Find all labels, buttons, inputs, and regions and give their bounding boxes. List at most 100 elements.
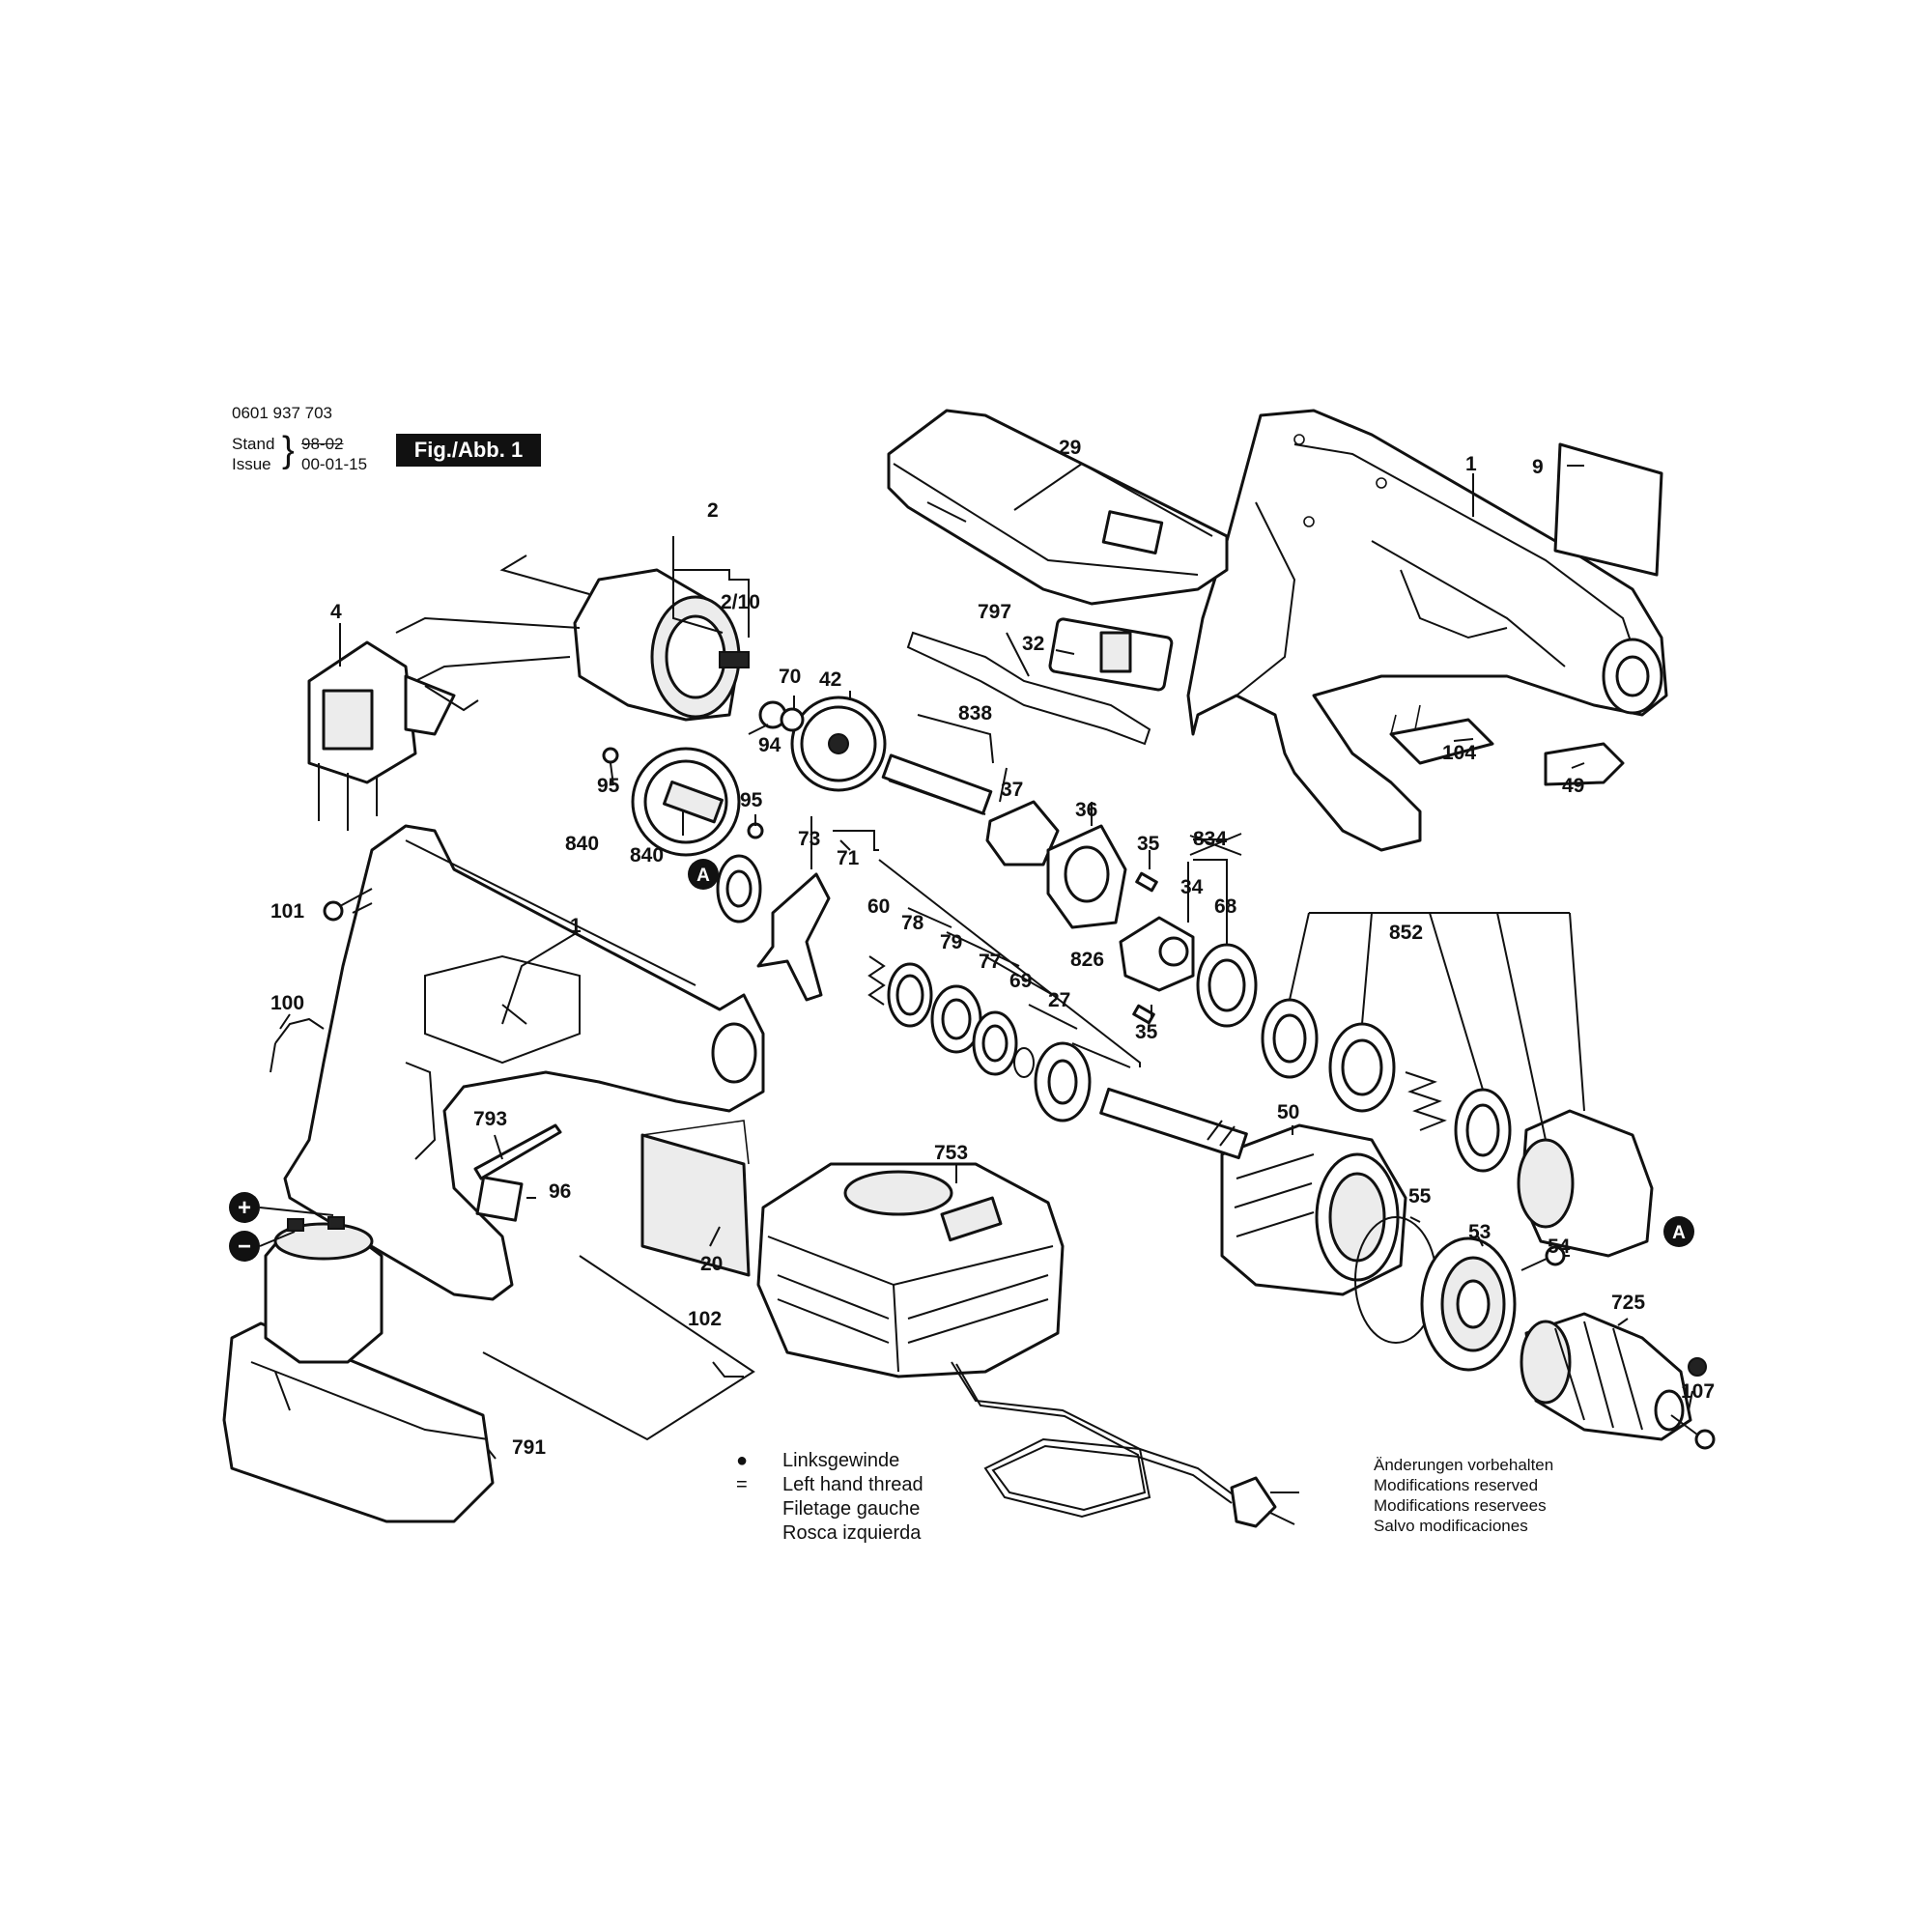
pcb-104 (1389, 704, 1494, 765)
chuck-725 (1520, 1312, 1692, 1441)
callout-797: 797 (978, 601, 1011, 623)
callout-101: 101 (270, 900, 304, 923)
bearing-68 (1196, 943, 1258, 1028)
svg-text:A: A (696, 866, 710, 886)
callout-numbers: 29 1 9 2 2/10 4 797 32 70 42 94 95 95 83… (270, 437, 1715, 1459)
stand-label: Stand (232, 435, 275, 453)
note-line-es: Rosca izquierda (782, 1522, 922, 1544)
callout-36: 36 (1075, 799, 1097, 821)
callout-793: 793 (473, 1108, 507, 1130)
note-line-fr: Filetage gauche (782, 1498, 921, 1520)
callout-37: 37 (1001, 779, 1023, 801)
callout-32: 32 (1022, 633, 1044, 655)
plate-20 (640, 1120, 751, 1277)
bit-793 (473, 1123, 562, 1180)
ring-nut-53 (1420, 1236, 1517, 1372)
callout-96: 96 (549, 1180, 571, 1203)
callout-107: 107 (1681, 1380, 1715, 1403)
callout-838: 838 (958, 702, 992, 724)
callout-68: 68 (1214, 895, 1237, 918)
marker-a-right: A (1663, 1216, 1694, 1247)
callout-79: 79 (940, 931, 962, 953)
callout-1-bottom: 1 (570, 915, 582, 937)
callout-826: 826 (1070, 949, 1104, 971)
svg-text:A: A (1672, 1223, 1686, 1243)
figure-label: Fig./Abb. 1 (396, 434, 541, 467)
callout-35-bottom: 35 (1135, 1021, 1158, 1043)
callout-71: 71 (837, 847, 860, 869)
callout-95-left: 95 (597, 775, 620, 797)
clutch-37 (985, 800, 1060, 867)
callout-1-top: 1 (1465, 453, 1477, 475)
marker-a-left: A (688, 859, 719, 890)
clip-96 (475, 1176, 524, 1222)
callout-55: 55 (1408, 1185, 1432, 1208)
callout-49: 49 (1562, 775, 1584, 797)
plus-terminal-icon: + (229, 1192, 334, 1223)
callout-69: 69 (1009, 970, 1032, 992)
callout-78: 78 (901, 912, 924, 934)
gear-42 (790, 696, 887, 792)
modifications-note: Änderungen vorbehalten Modifications res… (1374, 1455, 1553, 1536)
callout-20: 20 (700, 1253, 723, 1275)
label-plate (1553, 442, 1663, 577)
brace: } (282, 430, 295, 470)
battery-pack (222, 1216, 495, 1523)
minus-terminal-icon: − (229, 1231, 296, 1262)
gear-840 (631, 747, 741, 857)
mod-line-de: Änderungen vorbehalten (1374, 1456, 1554, 1474)
part-number: 0601 937 703 (232, 404, 332, 422)
callout-834-strike (1189, 833, 1242, 856)
old-date: 98-02 (301, 435, 344, 453)
callout-753: 753 (934, 1142, 968, 1164)
callout-791: 791 (512, 1436, 546, 1459)
svg-text:+: + (238, 1195, 251, 1221)
callout-42: 42 (819, 668, 841, 691)
callout-104: 104 (1442, 742, 1476, 764)
sleeve-50 (1220, 1123, 1407, 1296)
callout-725: 725 (1611, 1292, 1645, 1314)
plate-36 (1046, 824, 1127, 929)
callout-4: 4 (330, 601, 342, 623)
mod-line-en: Modifications reserved (1374, 1476, 1539, 1494)
callout-77: 77 (979, 951, 1001, 973)
leader-lines (279, 463, 1693, 1460)
callout-840-right: 840 (630, 844, 664, 867)
callout-27: 27 (1048, 989, 1070, 1011)
callout-94: 94 (758, 734, 781, 756)
svg-text:−: − (238, 1234, 251, 1260)
motor (395, 554, 750, 722)
issue-label: Issue (232, 455, 271, 473)
note-line-de: Linksgewinde (782, 1450, 900, 1471)
callout-2: 2 (707, 499, 719, 522)
callout-60: 60 (867, 895, 890, 918)
washers (602, 700, 805, 839)
new-date: 00-01-15 (301, 455, 368, 473)
callout-102: 102 (688, 1308, 722, 1330)
housing-half-top (1186, 409, 1668, 852)
callout-9: 9 (1532, 456, 1544, 478)
callout-34: 34 (1180, 876, 1204, 898)
callout-29: 29 (1059, 437, 1081, 459)
housing-half-bottom (283, 824, 765, 1301)
note-line-en: Left hand thread (782, 1474, 923, 1495)
top-cover (887, 409, 1229, 606)
callout-53: 53 (1468, 1221, 1491, 1243)
callout-54: 54 (1548, 1236, 1571, 1258)
callout-100: 100 (270, 992, 304, 1014)
callout-95-right: 95 (740, 789, 763, 811)
screw-107 (1670, 1357, 1716, 1450)
callout-73: 73 (798, 828, 820, 850)
drive-parts (716, 854, 1248, 1160)
mod-line-es: Salvo modificaciones (1374, 1517, 1528, 1535)
callout-35-top: 35 (1137, 833, 1160, 855)
callout-834: 834 (1193, 828, 1227, 850)
callout-852: 852 (1389, 922, 1423, 944)
callout-2-10: 2/10 (721, 591, 760, 613)
callout-50: 50 (1277, 1101, 1299, 1123)
wire-102 (482, 1255, 755, 1441)
strap (906, 617, 1174, 746)
spindle-shaft-838 (881, 753, 993, 815)
callout-70: 70 (779, 666, 801, 688)
charger (756, 1162, 1065, 1378)
